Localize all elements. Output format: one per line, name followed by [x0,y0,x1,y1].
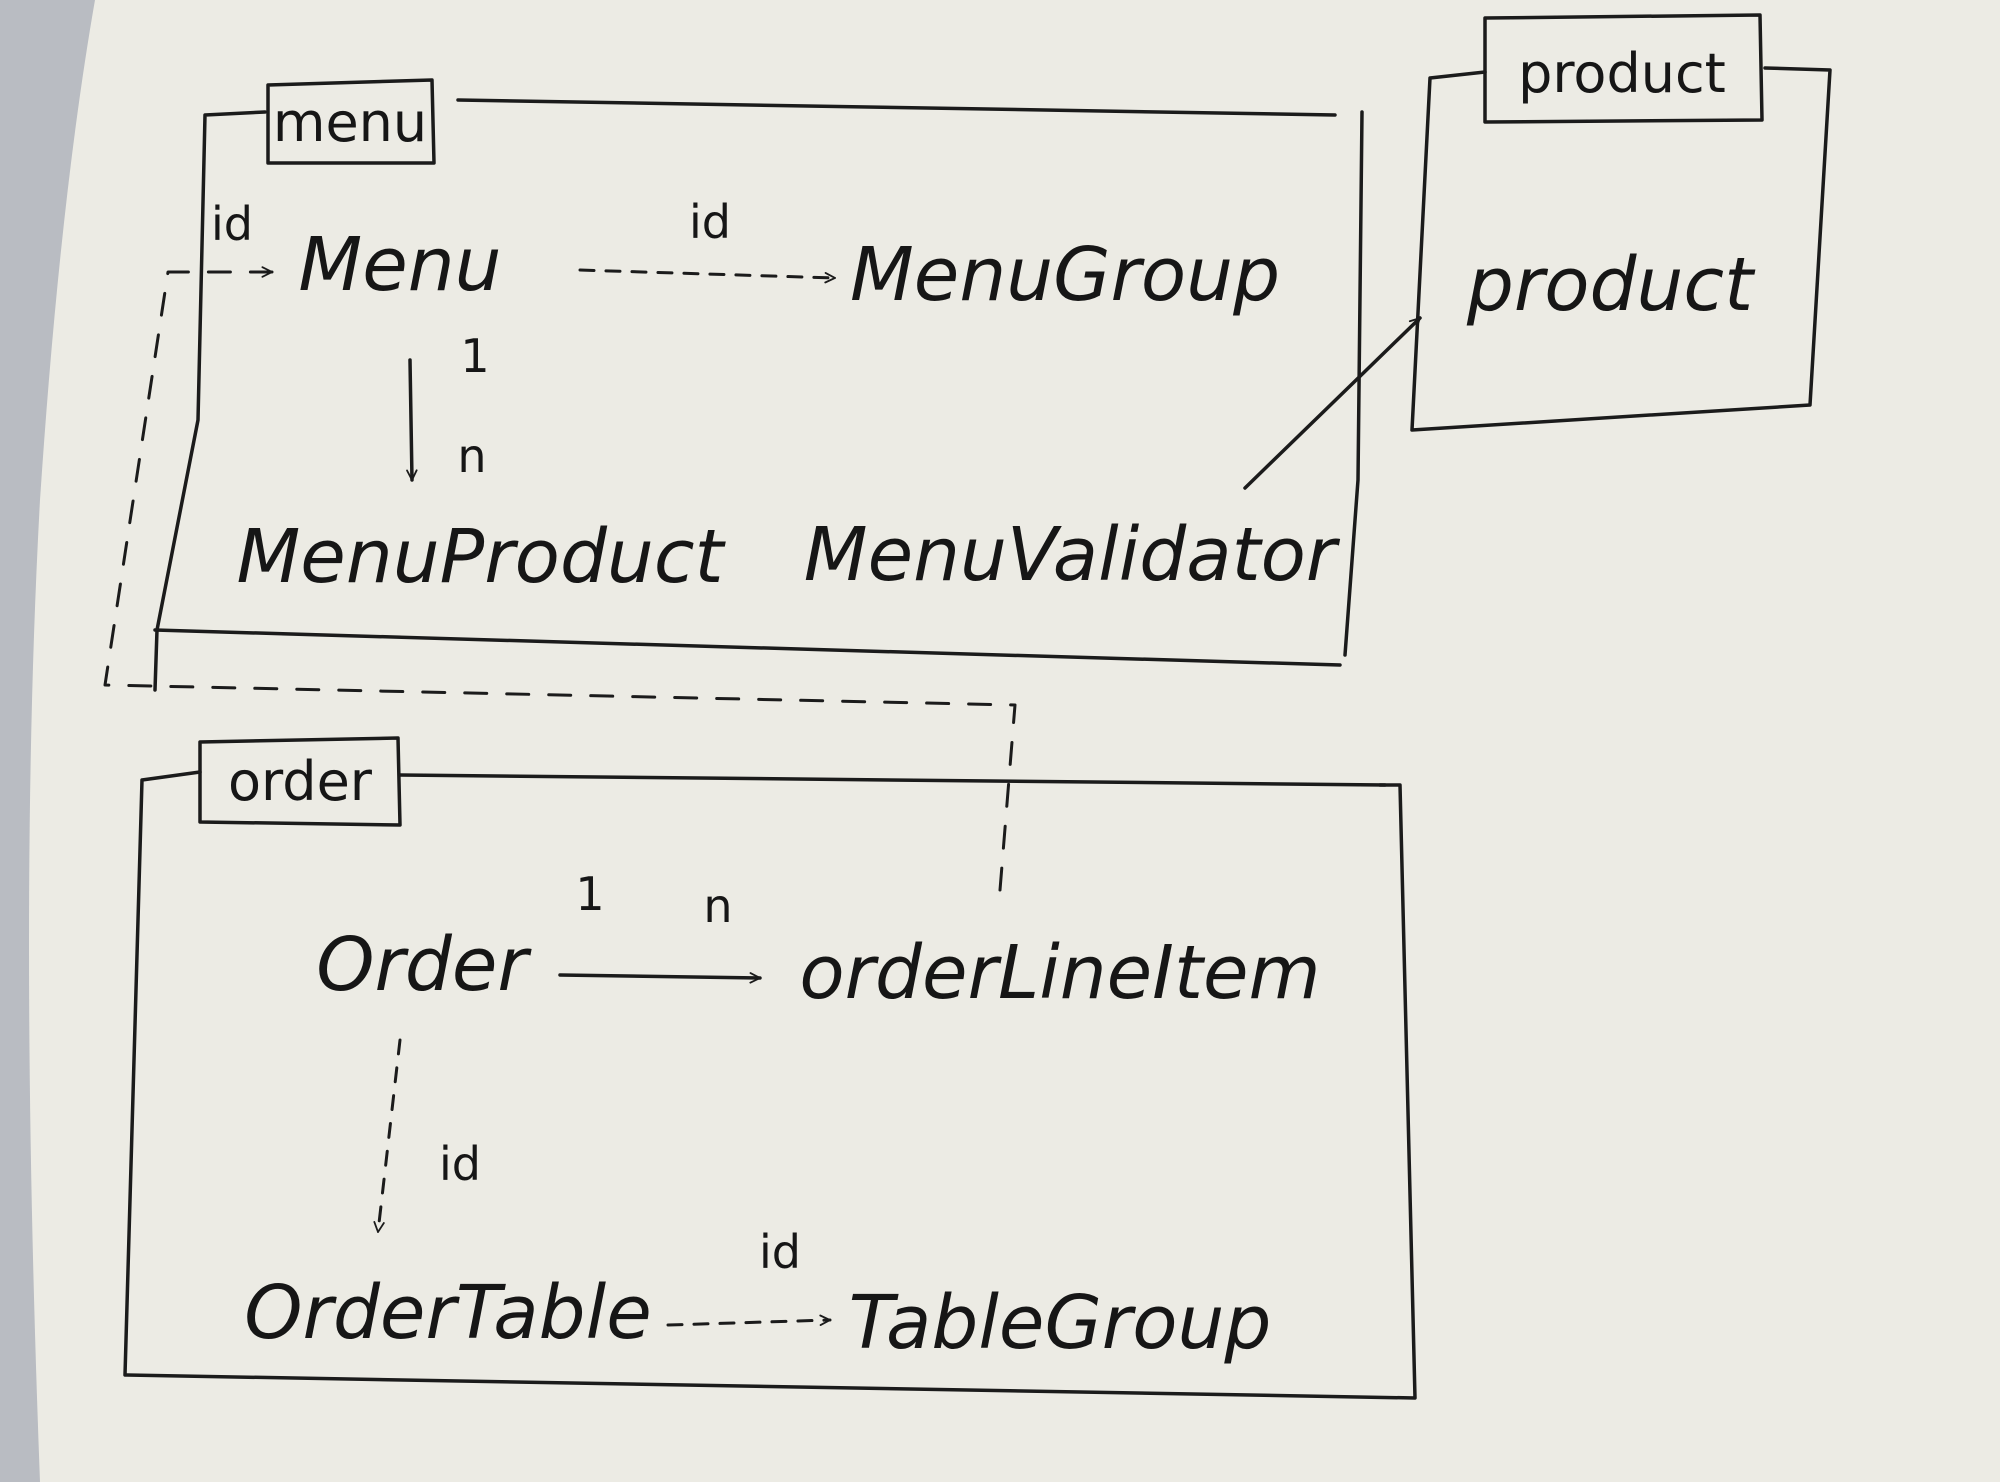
order-to-line-item-many: n [703,879,732,933]
order-package-tab [198,736,402,827]
menu-to-menu-product-one: 1 [460,329,489,383]
order-table-class: OrderTable [244,1270,651,1356]
menu-package-top-border [456,98,1337,117]
menu-package-left-border [153,110,267,692]
order-package-border [123,770,1417,1400]
product-class: product [1466,242,1756,328]
table-group-class: TableGroup [849,1280,1272,1366]
product-package-tab [1483,13,1764,124]
order-line-item-class: orderLineItem [799,930,1320,1016]
order-line-item-to-menu-edge [103,272,1017,892]
order-to-order-table-label: id [439,1137,481,1191]
order-package: order [123,736,1417,1400]
menu-package-bottom-border [153,628,1342,667]
menu-package-tab [266,78,436,165]
order-to-order-table-edge [378,1038,402,1232]
order-package-label: order [228,750,373,813]
menu-validator-to-product-edge [1243,316,1422,490]
order-line-item-to-menu-label: id [211,197,253,251]
menu-class: Menu [298,222,501,308]
product-package-label: product [1518,42,1726,105]
order-table-to-table-group-label: id [759,1225,801,1279]
menu-to-menu-product-edge [410,358,412,482]
order-to-line-item-one: 1 [575,867,604,921]
product-package: product product [1410,13,1832,432]
menu-to-menu-group-edge [578,268,837,278]
order-to-line-item-edge [558,975,762,978]
order-class: Order [316,922,532,1008]
menu-to-menu-group-label: id [689,195,731,249]
product-package-border [1410,66,1832,432]
order-package-top-border [398,773,1387,787]
menu-to-menu-product-many: n [457,429,486,483]
menu-group-class: MenuGroup [850,232,1280,318]
menu-package-label: menu [273,91,427,154]
menu-validator-class: MenuValidator [804,512,1341,598]
menu-package-right-border [1343,110,1364,657]
order-table-to-table-group-edge [666,1320,832,1327]
menu-product-class: MenuProduct [236,514,726,600]
menu-package: menu [153,78,1364,692]
